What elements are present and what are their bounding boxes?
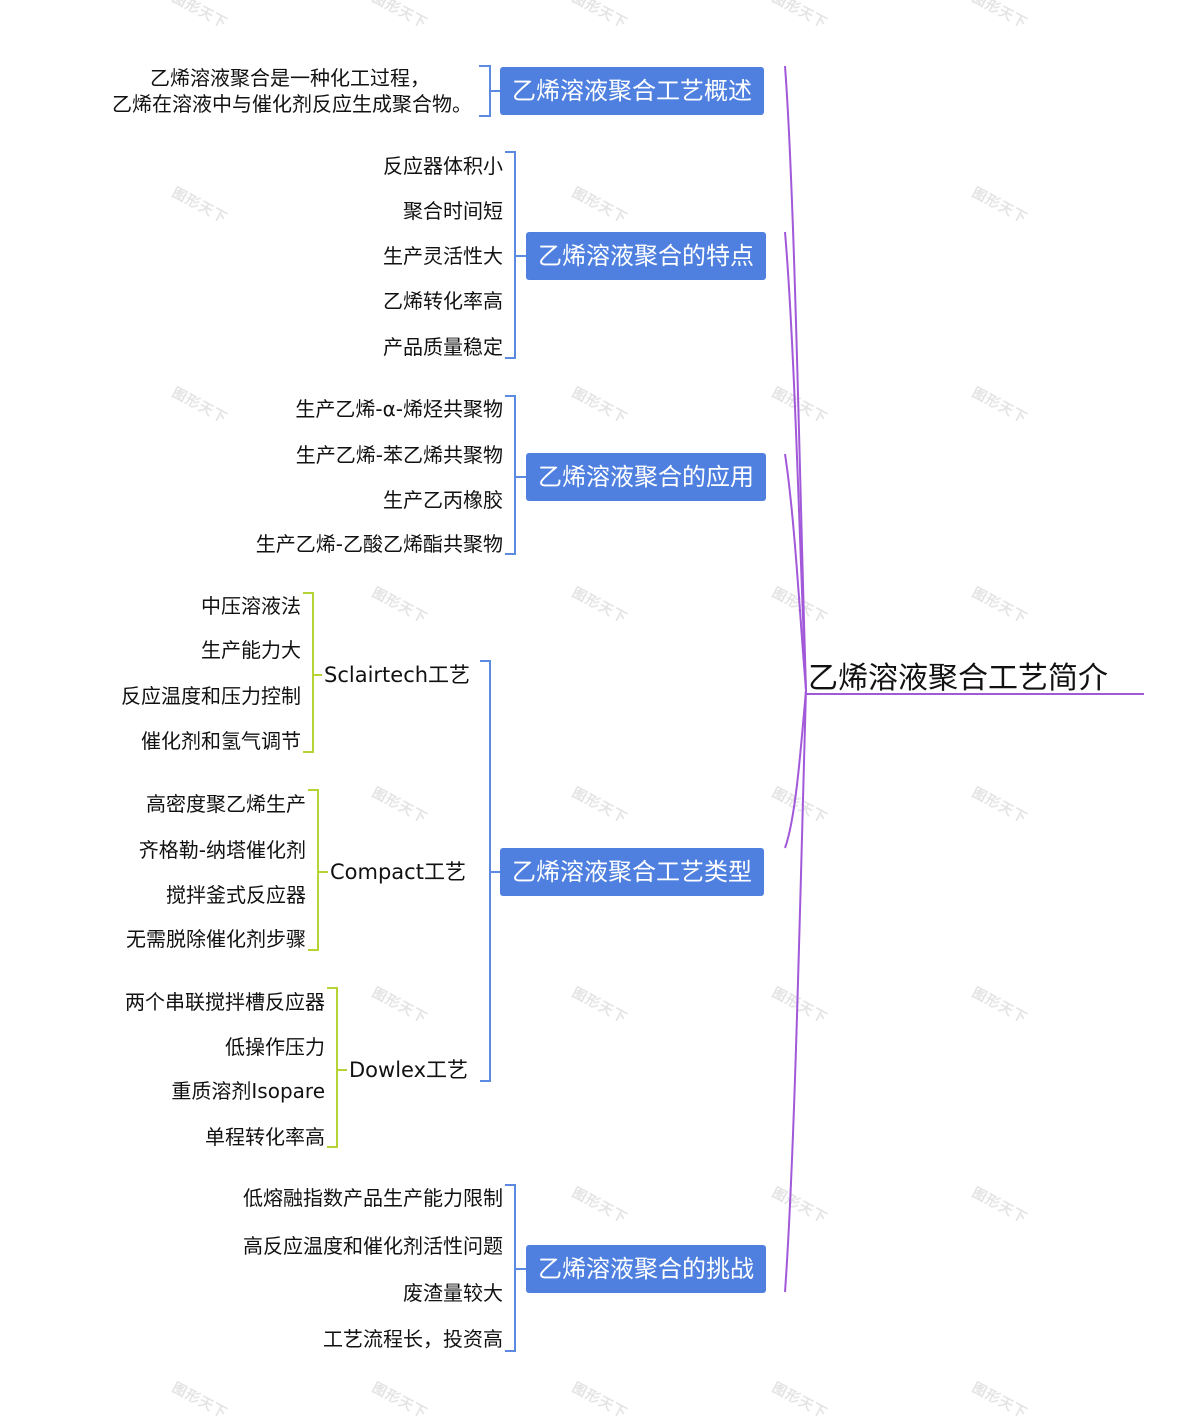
feature-item[interactable]: 生产灵活性大 bbox=[383, 244, 503, 268]
challenge-item[interactable]: 高反应温度和催化剂活性问题 bbox=[243, 1234, 503, 1258]
compact-item[interactable]: 无需脱除催化剂步骤 bbox=[126, 927, 306, 951]
topic-process-types[interactable]: 乙烯溶液聚合工艺类型 bbox=[500, 848, 764, 896]
feature-item[interactable]: 聚合时间短 bbox=[403, 199, 503, 223]
challenge-item[interactable]: 低熔融指数产品生产能力限制 bbox=[243, 1186, 503, 1210]
sclairtech-item[interactable]: 中压溶液法 bbox=[201, 594, 301, 618]
compact-item[interactable]: 搅拌釜式反应器 bbox=[166, 883, 306, 907]
application-item[interactable]: 生产乙烯-乙酸乙烯酯共聚物 bbox=[255, 532, 503, 556]
topic-features[interactable]: 乙烯溶液聚合的特点 bbox=[526, 232, 766, 280]
feature-item[interactable]: 反应器体积小 bbox=[383, 154, 503, 178]
sclairtech-item[interactable]: 催化剂和氢气调节 bbox=[141, 729, 301, 753]
application-item[interactable]: 生产乙烯-α-烯烃共聚物 bbox=[295, 397, 503, 421]
compact-item[interactable]: 高密度聚乙烯生产 bbox=[146, 792, 306, 816]
sclairtech-item[interactable]: 生产能力大 bbox=[201, 638, 301, 662]
overview-text-line-2[interactable]: 乙烯在溶液中与催化剂反应生成聚合物。 bbox=[112, 92, 472, 116]
root-topic[interactable]: 乙烯溶液聚合工艺简介 bbox=[808, 661, 1108, 696]
dowlex-item[interactable]: 低操作压力 bbox=[225, 1035, 325, 1059]
feature-item[interactable]: 产品质量稳定 bbox=[383, 335, 503, 359]
subtopic-compact[interactable]: Compact工艺 bbox=[330, 860, 466, 884]
sclairtech-item[interactable]: 反应温度和压力控制 bbox=[121, 684, 301, 708]
topic-applications[interactable]: 乙烯溶液聚合的应用 bbox=[526, 453, 766, 501]
dowlex-item[interactable]: 两个串联搅拌槽反应器 bbox=[125, 990, 325, 1014]
subtopic-sclairtech[interactable]: Sclairtech工艺 bbox=[324, 663, 471, 687]
dowlex-item[interactable]: 重质溶剂Isopare bbox=[171, 1079, 325, 1103]
challenge-item[interactable]: 工艺流程长，投资高 bbox=[323, 1327, 503, 1351]
topic-overview[interactable]: 乙烯溶液聚合工艺概述 bbox=[500, 67, 764, 115]
compact-item[interactable]: 齐格勒-纳塔催化剂 bbox=[138, 838, 306, 862]
application-item[interactable]: 生产乙丙橡胶 bbox=[383, 488, 503, 512]
subtopic-dowlex[interactable]: Dowlex工艺 bbox=[349, 1058, 469, 1082]
application-item[interactable]: 生产乙烯-苯乙烯共聚物 bbox=[295, 443, 503, 467]
overview-text-line-1[interactable]: 乙烯溶液聚合是一种化工过程， bbox=[150, 66, 430, 90]
dowlex-item[interactable]: 单程转化率高 bbox=[205, 1125, 325, 1149]
topic-challenges[interactable]: 乙烯溶液聚合的挑战 bbox=[526, 1245, 766, 1293]
challenge-item[interactable]: 废渣量较大 bbox=[403, 1281, 503, 1305]
feature-item[interactable]: 乙烯转化率高 bbox=[383, 289, 503, 313]
